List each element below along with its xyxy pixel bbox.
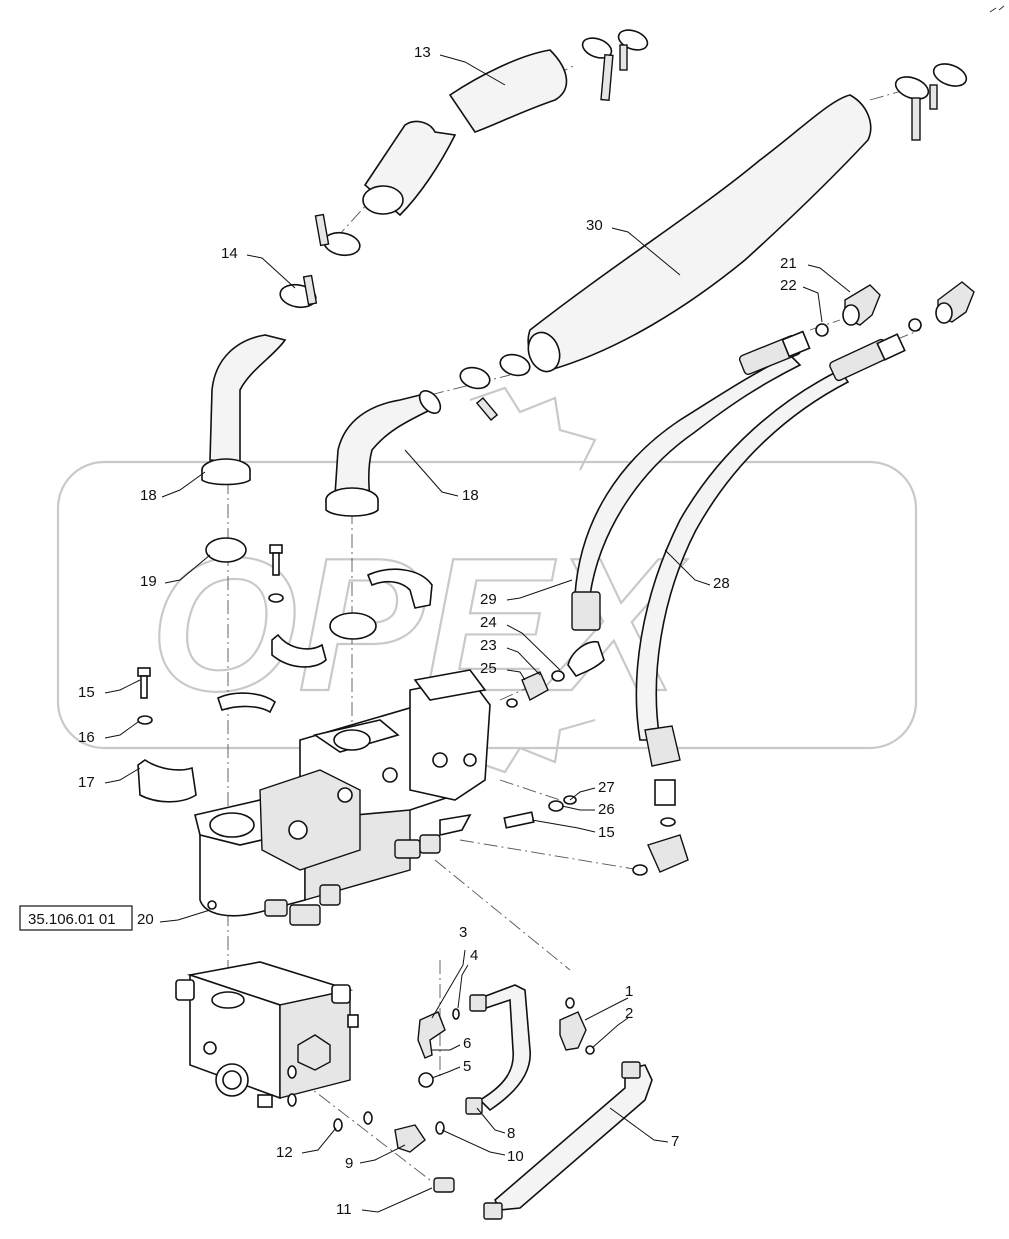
elbow-pipes-18	[201, 334, 442, 517]
callout-17: 17	[78, 774, 95, 791]
callout-15-right: 15	[598, 824, 615, 841]
reference-box-frame	[19, 905, 133, 931]
tube-7	[494, 1064, 653, 1211]
callout-28: 28	[713, 575, 730, 592]
valve-block	[175, 961, 359, 1108]
callout-27: 27	[598, 779, 615, 796]
hose-13	[362, 49, 568, 217]
pump-assembly-25	[194, 669, 491, 926]
hoses-28-29	[567, 330, 906, 876]
callout-30: 30	[586, 217, 603, 234]
callout-21: 24	[480, 614, 497, 631]
callout-7: 7	[671, 1133, 679, 1150]
callout-29: 29	[480, 591, 497, 608]
callout-4: 4	[470, 947, 478, 964]
callout-13: 13	[414, 44, 431, 61]
callout-19: 19	[140, 573, 157, 590]
callout-23: 21	[780, 255, 797, 272]
callout-10: 10	[507, 1148, 524, 1165]
callout-9: 9	[345, 1155, 353, 1172]
callout-3: 3	[459, 924, 467, 941]
clamp-half-top	[366, 568, 433, 609]
callout-25: 20	[137, 911, 154, 928]
callout-12: 12	[276, 1144, 293, 1161]
reference-box: 35.106.01 01	[19, 905, 133, 931]
watermark-gear	[469, 386, 597, 471]
callout-24: 22	[780, 277, 797, 294]
watermark-gear-lower	[469, 718, 596, 774]
seals-and-bolts	[137, 537, 577, 829]
callout-8: 8	[507, 1125, 515, 1142]
callout-5: 5	[463, 1058, 471, 1075]
callout-11: 11	[336, 1201, 352, 1218]
callout-6: 6	[463, 1035, 471, 1052]
o-ring-19	[205, 537, 247, 563]
callout-numbers: 13 14 30 21 22 18 18 19 28 29 24 23 25 1…	[78, 44, 797, 1218]
tube-8	[473, 984, 531, 1112]
callout-16: 16	[78, 729, 95, 746]
hose-30	[527, 94, 872, 373]
callout-26: 26	[598, 801, 615, 818]
fittings-23-24	[815, 281, 975, 337]
callout-1: 1	[625, 983, 633, 1000]
callout-14: 14	[221, 245, 238, 262]
callout-22: 25	[480, 660, 497, 677]
callout-15-left: 15	[78, 684, 95, 701]
callout-2: 2	[625, 1005, 633, 1022]
lower-fittings	[333, 984, 653, 1220]
hose-clamps	[279, 29, 968, 421]
corner-mark	[989, 5, 1005, 13]
flange-half-17	[137, 759, 197, 803]
callout-20: 23	[480, 637, 497, 654]
reference-box-text: 35.106.01 01	[28, 911, 116, 928]
leader-lines	[104, 54, 851, 1213]
callout-18-right: 18	[462, 487, 479, 504]
callout-18-left: 18	[140, 487, 157, 504]
o-ring-upper	[329, 612, 377, 640]
elbow-9	[394, 1124, 426, 1153]
